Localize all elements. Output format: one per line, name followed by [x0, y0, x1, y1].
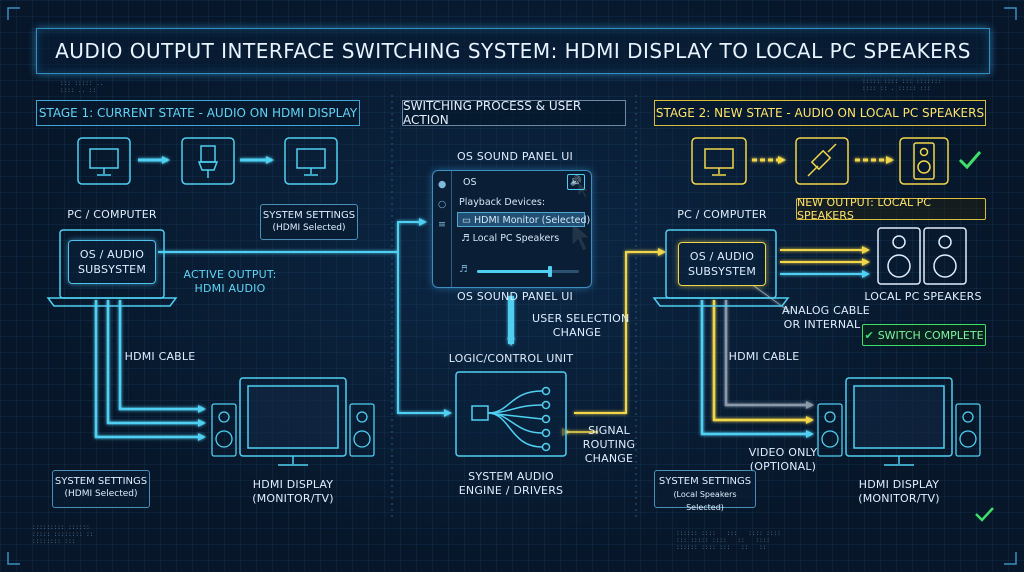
check-icon	[958, 151, 982, 170]
speaker-icon	[923, 227, 967, 285]
signal-line2: ROUTING	[582, 438, 636, 451]
volume-fill	[477, 270, 551, 273]
os-audio-line2-left: SUBSYSTEM	[77, 263, 147, 276]
stage1-label: STAGE 1: CURRENT STATE - AUDIO ON HDMI D…	[36, 100, 360, 126]
signal-line3: CHANGE	[584, 452, 634, 465]
process-label: SWITCHING PROCESS & USER ACTION	[402, 99, 626, 127]
speaker-icon	[899, 137, 949, 185]
device-option-hdmi[interactable]: ▭ HDMI Monitor (Selected)	[457, 212, 590, 227]
device-option-local[interactable]: ♬ Local PC Speakers	[461, 233, 559, 244]
hdmi-display-line2-right: (MONITOR/TV)	[858, 492, 940, 505]
system-settings-sub: (HDMI Selected)	[272, 223, 346, 233]
check-icon: ✔	[864, 328, 874, 342]
hdmi-display-line1-left: HDMI DISPLAY	[252, 478, 334, 491]
monitor-icon	[691, 137, 747, 185]
speaker-icon	[349, 403, 375, 457]
mic-icon: ●	[438, 179, 447, 190]
os-sound-panel: ● ○ ≡ OS 🔊 Playback Devices: ▭ HDMI Moni…	[432, 170, 592, 288]
chat-icon: ○	[438, 199, 447, 210]
local-speakers-label: LOCAL PC SPEAKERS	[864, 290, 982, 303]
active-output-line1: ACTIVE OUTPUT:	[183, 268, 277, 281]
system-settings-sub: (HDMI Selected)	[64, 489, 138, 499]
system-settings-bottom-left: SYSTEM SETTINGS (HDMI Selected)	[52, 470, 150, 508]
device-local-label: Local PC Speakers	[472, 233, 560, 244]
signal-line1: SIGNAL	[588, 424, 630, 437]
volume-slider[interactable]	[477, 266, 579, 277]
stage2-label: STAGE 2: NEW STATE - AUDIO ON LOCAL PC S…	[654, 100, 986, 126]
logic-control-unit	[455, 371, 567, 457]
engine-line2: ENGINE / DRIVERS	[458, 484, 564, 497]
audio-jack-icon	[795, 137, 849, 185]
user-selection-line1: USER SELECTION	[532, 312, 630, 325]
decor-readout: ::::: :::: ::: ::::::::::: :: . ::::: ::…	[862, 78, 942, 92]
system-settings-title: SYSTEM SETTINGS	[54, 476, 148, 487]
decor-readout: :::::: :::: ::: :::: ::::::: ::::: :::: …	[676, 530, 781, 551]
monitor-icon: ▭	[462, 215, 471, 226]
switch-complete-label: SWITCH COMPLETE	[877, 328, 984, 342]
speaker-icon	[211, 403, 237, 457]
engine-line1: SYSTEM AUDIO	[468, 470, 554, 483]
playback-devices-label: Playback Devices:	[459, 197, 546, 208]
check-icon	[975, 507, 994, 522]
user-selection-line2: CHANGE	[552, 326, 602, 339]
sound-panel-heading: OS SOUND PANEL UI	[457, 150, 573, 163]
laptop-outline	[46, 229, 178, 307]
monitor-icon	[77, 137, 131, 185]
video-only-line2: (OPTIONAL)	[749, 460, 817, 473]
panel-os-label: OS	[463, 177, 477, 188]
hdmi-cable-label-left: HDMI CABLE	[124, 350, 196, 363]
decor-readout: ::: ::::: .. :::: .. ::	[60, 80, 104, 94]
os-audio-box-left	[68, 240, 156, 284]
os-audio-line1-left: OS / AUDIO	[79, 248, 145, 261]
speaker-volume-icon: ♬	[459, 264, 468, 275]
system-settings-top-left: SYSTEM SETTINGS (HDMI Selected)	[260, 204, 358, 240]
hdmi-display-icon	[845, 377, 953, 466]
speaker-icon	[877, 227, 921, 285]
hdmi-cable-label-right: HDMI CABLE	[728, 350, 800, 363]
video-only-line1: VIDEO ONLY	[748, 446, 818, 459]
system-settings-right: SYSTEM SETTINGS (Local Speakers Selected…	[654, 470, 756, 512]
analog-line1: ANALOG CABLE	[782, 304, 870, 317]
speaker-icon	[955, 403, 981, 457]
analog-line2: OR INTERNAL	[783, 318, 861, 331]
active-output-line2: HDMI AUDIO	[194, 282, 266, 295]
wire-os-to-panel	[158, 218, 427, 253]
os-audio-line2-right: SUBSYSTEM	[687, 265, 757, 278]
os-audio-line1-right: OS / AUDIO	[689, 250, 755, 263]
system-settings-sub: (Local Speakers Selected)	[673, 490, 737, 512]
switch-complete-badge: ✔ SWITCH COMPLETE	[862, 324, 986, 346]
decor-readout: ::::::::: ::::::::::: :::::::: :::::::::…	[32, 524, 94, 545]
wire-logic-to-os2	[574, 248, 666, 414]
monitor-icon	[284, 137, 338, 185]
hdmi-display-icon	[239, 377, 347, 466]
new-output-badge: NEW OUTPUT: LOCAL PC SPEAKERS	[796, 196, 986, 222]
speaker-icon: ♬	[461, 233, 470, 244]
volume-knob[interactable]	[548, 266, 553, 277]
pc-label-right: PC / COMPUTER	[677, 208, 767, 221]
hdmi-plug-icon	[181, 137, 235, 185]
laptop-outline	[652, 229, 790, 307]
system-settings-title: SYSTEM SETTINGS	[262, 210, 356, 221]
panel-sidebar	[433, 171, 452, 287]
list-icon: ≡	[438, 219, 446, 230]
pc-label-left: PC / COMPUTER	[67, 208, 157, 221]
logic-unit-label: LOGIC/CONTROL UNIT	[448, 352, 574, 365]
sound-panel-caption: OS SOUND PANEL UI	[457, 290, 573, 303]
speaker-icon	[817, 403, 843, 457]
os-audio-box-right	[678, 242, 766, 286]
system-settings-title: SYSTEM SETTINGS	[658, 476, 752, 487]
wire-os-to-logic	[397, 252, 452, 417]
device-hdmi-label: HDMI Monitor (Selected)	[474, 215, 591, 226]
hdmi-display-line1-right: HDMI DISPLAY	[858, 478, 940, 491]
volume-toggle-icon[interactable]: 🔊	[567, 174, 585, 190]
diagram-title: AUDIO OUTPUT INTERFACE SWITCHING SYSTEM:…	[36, 28, 990, 74]
hdmi-display-line2-left: (MONITOR/TV)	[252, 492, 334, 505]
